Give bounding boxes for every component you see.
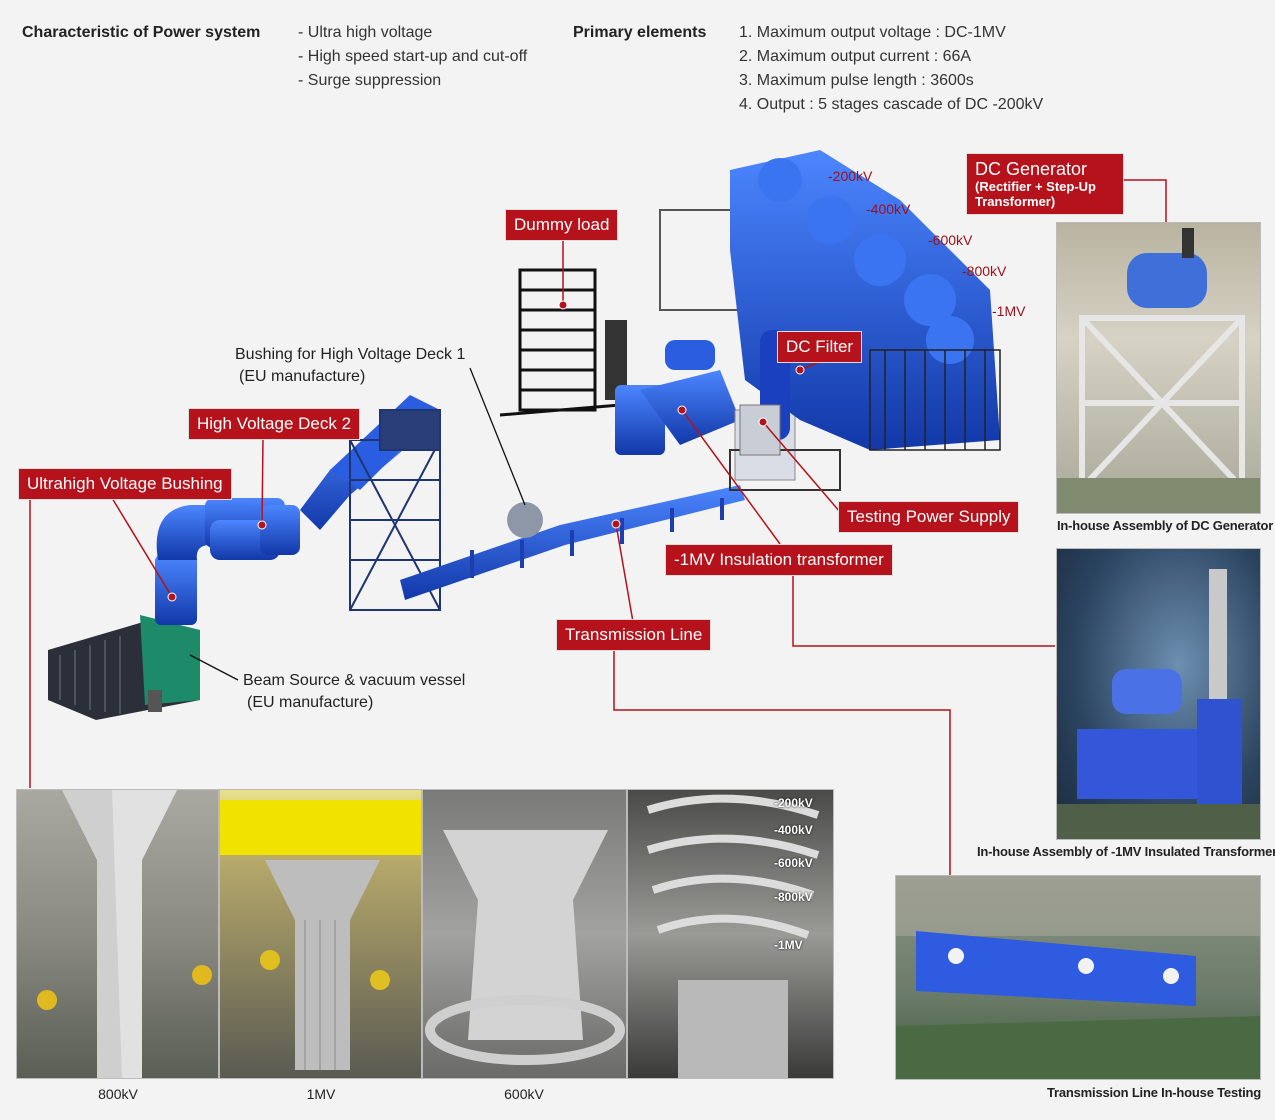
- primary-list: 1. Maximum output voltage : DC-1MV 2. Ma…: [739, 21, 1043, 117]
- bottom-caption: 800kV: [98, 1086, 138, 1102]
- insulation-transformer-photo: [1056, 548, 1261, 840]
- characteristic-title: Characteristic of Power system: [22, 24, 261, 41]
- hv-deck2-tag: High Voltage Deck 2: [188, 408, 361, 440]
- bottom-caption: 600kV: [504, 1086, 544, 1102]
- voltage-label: -800kV: [962, 263, 1007, 279]
- transmission-line-photo: [895, 875, 1261, 1080]
- characteristics-list: - Ultra high voltage - High speed start-…: [298, 21, 527, 93]
- voltage-label: -1MV: [992, 303, 1026, 319]
- dc-generator-sub: (Rectifier + Step-Up Transformer): [975, 179, 1096, 209]
- photo-voltage-label: -1MV: [774, 938, 803, 952]
- primary-item: 1. Maximum output voltage : DC-1MV: [739, 24, 1006, 41]
- tl-photo-caption: Transmission Line In-house Testing: [1047, 1085, 1261, 1100]
- dc-generator-tag: DC Generator (Rectifier + Step-Up Transf…: [966, 153, 1124, 215]
- characteristic-item: - Surge suppression: [298, 72, 442, 89]
- bushing-rings-photo: -200kV -400kV -600kV -800kV -1MV: [627, 789, 834, 1079]
- photo-voltage-label: -800kV: [774, 890, 813, 904]
- bushing-1mv-photo: [219, 789, 422, 1079]
- primary-item: 4. Output : 5 stages cascade of DC -200k…: [739, 96, 1044, 113]
- beam-source-vessel: [48, 615, 200, 720]
- transmission-line-shape: [400, 485, 745, 600]
- dummy-load-tag: Dummy load: [505, 209, 619, 241]
- bushing-deck1-label: Bushing for High Voltage Deck 1 (EU manu…: [235, 346, 466, 385]
- characteristic-item: - High speed start-up and cut-off: [298, 48, 528, 65]
- insulation-transformer-shape: [605, 320, 841, 491]
- primary-item: 3. Maximum pulse length : 3600s: [739, 72, 974, 89]
- beam-source-label: Beam Source & vacuum vessel (EU manufact…: [243, 672, 466, 711]
- photo-voltage-label: -600kV: [774, 856, 813, 870]
- primary-item: 2. Maximum output current : 66A: [739, 48, 972, 65]
- dummy-load-shape: [499, 268, 621, 417]
- dc-generator-photo: [1056, 222, 1261, 514]
- bushing-600kv-photo: [422, 789, 627, 1079]
- voltage-label: -600kV: [928, 232, 973, 248]
- insulation-transformer-tag: -1MV Insulation transformer: [665, 544, 893, 576]
- photo-voltage-label: -200kV: [774, 796, 813, 810]
- dc-generator-cluster: [659, 150, 1001, 456]
- testing-ps-tag: Testing Power Supply: [838, 501, 1020, 533]
- insulation-photo-caption: In-house Assembly of -1MV Insulated Tran…: [977, 844, 1275, 859]
- bottom-caption: 1MV: [306, 1086, 336, 1102]
- primary-title: Primary elements: [573, 24, 707, 41]
- voltage-label: -200kV: [828, 168, 873, 184]
- voltage-label: -400kV: [866, 201, 911, 217]
- characteristic-item: - Ultra high voltage: [298, 24, 433, 41]
- photo-voltage-label: -400kV: [774, 823, 813, 837]
- dc-filter-tag: DC Filter: [777, 331, 863, 363]
- transmission-line-tag: Transmission Line: [556, 619, 712, 651]
- dc-generator-photo-caption: In-house Assembly of DC Generator: [1057, 518, 1274, 533]
- uhv-bushing-tag: Ultrahigh Voltage Bushing: [18, 468, 232, 500]
- dc-generator-label: DC Generator: [975, 159, 1088, 179]
- bushing-800kv-photo: [16, 789, 219, 1079]
- hv-deck1-tower: [349, 409, 441, 611]
